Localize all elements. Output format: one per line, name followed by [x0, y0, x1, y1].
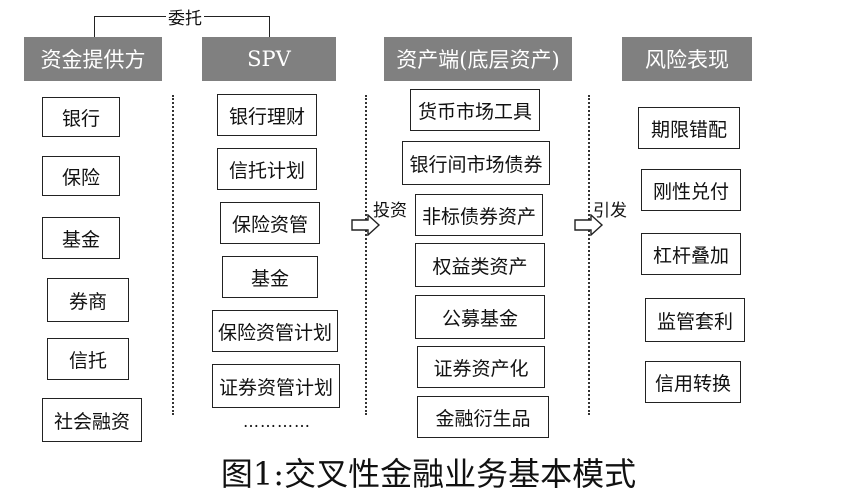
asset-box-interbank-bond: 银行间市场债券 [402, 141, 550, 185]
entrust-label: 委托 [166, 4, 204, 29]
providers-header: 资金提供方 [24, 37, 162, 81]
spv-box-insurance-am-plan: 保险资管计划 [212, 310, 338, 352]
asset-box-derivatives: 金融衍生品 [417, 396, 549, 438]
separator-1 [172, 95, 174, 415]
assets-header: 资产端(底层资产) [384, 37, 572, 81]
invest-arrow-icon [351, 214, 381, 236]
risk-box-maturity-mismatch: 期限错配 [638, 107, 740, 149]
cause-label: 引发 [593, 201, 627, 221]
cause-arrow-icon [574, 214, 604, 236]
risk-box-leverage-stacking: 杠杆叠加 [641, 233, 741, 275]
risks-header: 风险表现 [622, 37, 752, 81]
risk-box-credit-conversion: 信用转换 [645, 361, 741, 403]
spv-box-securities-am-plan: 证券资管计划 [212, 364, 340, 408]
provider-box-broker: 券商 [47, 278, 129, 322]
asset-box-equity: 权益类资产 [415, 243, 545, 287]
risk-box-rigid-payment: 刚性兑付 [641, 169, 741, 211]
asset-box-securitization: 证券资产化 [417, 346, 545, 388]
separator-2 [365, 95, 367, 415]
risk-box-regulatory-arbitrage: 监管套利 [645, 298, 745, 342]
provider-box-social: 社会融资 [42, 398, 142, 442]
spv-box-insurance-am: 保险资管 [220, 202, 320, 244]
asset-box-public-fund: 公募基金 [415, 295, 545, 339]
spv-box-fund: 基金 [222, 256, 318, 298]
asset-box-nonstandard-debt: 非标债券资产 [415, 194, 543, 236]
provider-box-insurance: 保险 [42, 156, 120, 196]
spv-header: SPV [202, 37, 336, 81]
asset-box-money-market: 货币市场工具 [410, 89, 540, 131]
spv-box-trust-plan: 信托计划 [217, 148, 317, 190]
spv-more-ellipsis: ………… [243, 412, 311, 431]
separator-3 [588, 95, 590, 415]
provider-box-trust: 信托 [47, 338, 129, 380]
provider-box-fund: 基金 [42, 217, 120, 259]
spv-box-bank-wealth: 银行理财 [217, 94, 317, 136]
figure-caption: 图1:交叉性金融业务基本模式 [220, 455, 637, 493]
provider-box-bank: 银行 [42, 97, 120, 137]
invest-label: 投资 [373, 201, 407, 221]
